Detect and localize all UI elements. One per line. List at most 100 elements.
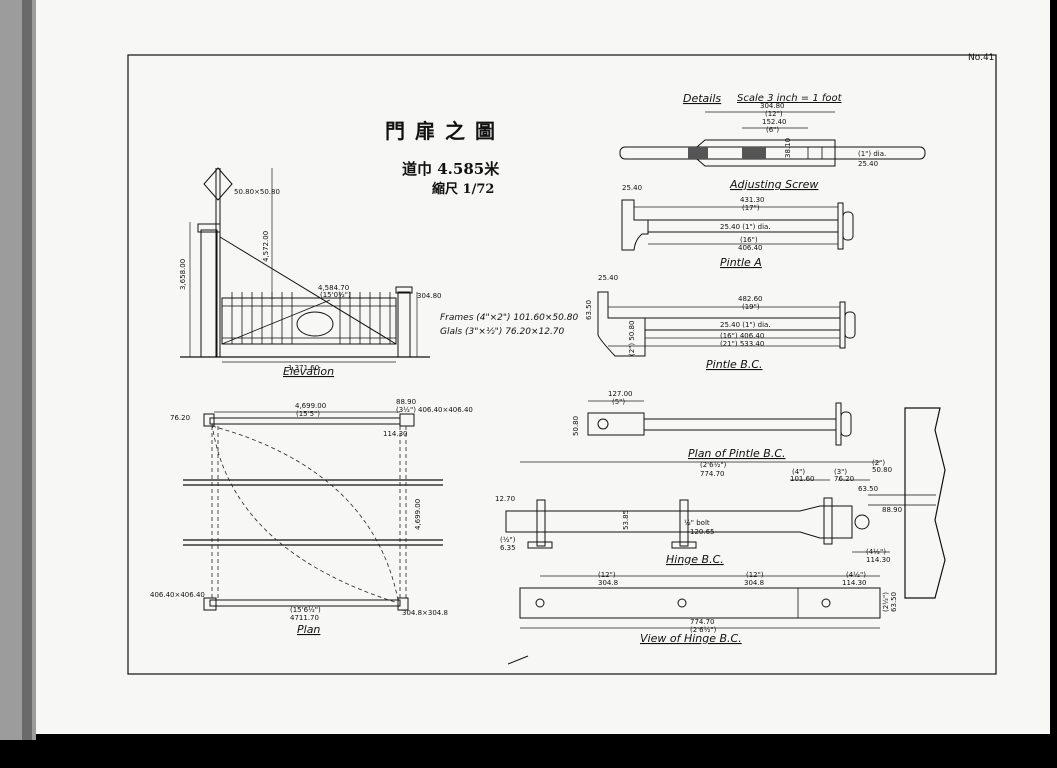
view-hinge-side-in: (2½"): [882, 592, 890, 612]
hinge-bolt: ½" bolt: [684, 519, 710, 527]
elevation-frames-note: Frames (4"×2") 101.60×50.80: [440, 313, 578, 323]
hinge-dhalf: (½"): [500, 536, 516, 544]
plan-of-pintle-bc: 127.00 (5") 50.80 Plan of Pintle B.C.: [572, 390, 852, 460]
hinge-d88: 88.90: [882, 506, 902, 514]
screw-dia: (1") dia.: [858, 150, 886, 158]
elevation-view: 50.80×50.80 4,572.00 3,658.00 4,584.70 (…: [179, 167, 578, 378]
pintle-bc: 25.40 482.60 (19") 63.50 25.40 (1") dia.…: [585, 274, 856, 371]
view-hinge-d1-in: (12"): [598, 571, 616, 579]
pintle-a-rod: 25.40 (1") dia.: [720, 223, 771, 231]
screw-small: 38.10: [784, 138, 792, 158]
elevation-h2: 3,658.00: [179, 259, 187, 290]
pintle-a: 25.40 431.30 (17") 25.40 (1") dia. (16")…: [621, 184, 854, 269]
plan-span: 4,699.00: [295, 402, 326, 410]
pintle-a-d2-in: (17"): [742, 204, 760, 212]
hinge-d2: (2"): [872, 459, 885, 467]
details-section: Details Scale 3 inch = 1 foot 304.80 (12…: [495, 92, 946, 645]
screw-mid: 152.40: [762, 118, 787, 126]
pen-mark: [507, 655, 529, 665]
plan-pintle-d1-in: (5"): [612, 398, 625, 406]
pintle-a-label: Pintle A: [720, 256, 762, 269]
view-hinge-d2-in: (12"): [746, 571, 764, 579]
scale-line: 縮尺 1/72: [432, 181, 494, 197]
hinge-d635: 6.35: [500, 544, 516, 552]
plan-post-bl: 406.40×406.40: [150, 591, 205, 599]
road-width-line: 道巾 4.585米: [402, 160, 500, 178]
plan-view: 4,699.00 (15'5") 76.20 88.90 (3½") 406.4…: [150, 398, 473, 636]
pintle-bc-d5: (2") 50.80: [628, 321, 636, 356]
pintle-bc-rod: 25.40 (1") dia.: [720, 321, 771, 329]
hinge-total: 774.70: [700, 470, 725, 478]
view-hinge-total: 774.70: [690, 618, 715, 626]
elevation-gals-note: Glals (3"×½") 76.20×12.70: [440, 327, 565, 337]
pintle-bc-d2-in: (19"): [742, 303, 760, 311]
plan-gap: 114.30: [383, 430, 408, 438]
view-hinge-label: View of Hinge B.C.: [640, 632, 742, 645]
pintle-a-d1: 25.40: [622, 184, 642, 192]
screw-total: 304.80: [760, 102, 785, 110]
plan-pintle-label: Plan of Pintle B.C.: [688, 447, 786, 460]
pintle-bc-d3: (16") 406.40: [720, 332, 764, 340]
pintle-bc-d2: 482.60: [738, 295, 763, 303]
view-hinge-d3: 114.30: [842, 579, 867, 587]
plan-post-br: 304.8×304.8: [402, 609, 448, 617]
elevation-bottom: 1,371.60: [288, 364, 319, 372]
hinge-d4: (4"): [792, 468, 805, 476]
elevation-post: 304.80: [417, 292, 442, 300]
plan-label: Plan: [297, 623, 320, 636]
elevation-label: Elevation: [283, 365, 334, 378]
elevation-h1: 4,572.00: [262, 231, 270, 262]
elevation-span-in: (15'0½"): [320, 291, 351, 299]
hinge-total-in: (2'6½"): [700, 461, 727, 469]
hinge-label: Hinge B.C.: [666, 553, 724, 566]
hinge-d2mm: 50.80: [872, 466, 892, 474]
plan-side: 4,699.00: [414, 499, 422, 530]
view-hinge-d3-in: (4½"): [846, 571, 866, 579]
view-hinge-d1: 304.8: [598, 579, 618, 587]
hinge-d5385: 53.85: [622, 510, 630, 530]
adjusting-screw-label: Adjusting Screw: [729, 178, 818, 191]
title-cjk: 門扉之圖: [385, 119, 505, 143]
plan-span-in: (15'5"): [296, 410, 320, 418]
view-hinge-side: 63.50: [890, 592, 898, 612]
plan-post-size: 406.40×406.40: [418, 406, 473, 414]
elevation-sign-dim: 50.80×50.80: [234, 188, 280, 196]
hinge-d3mm: 76.20: [834, 475, 854, 483]
view-of-hinge-bc: (12") 304.8 (12") 304.8 (4½") 114.30 774…: [519, 571, 898, 645]
hinge-d114: 114.30: [866, 556, 891, 564]
screw-total-in: (12"): [765, 110, 783, 118]
plan-post-tr-in: (3½"): [396, 406, 416, 414]
view-hinge-d2: 304.8: [744, 579, 764, 587]
hinge-d4mm: 101.60: [790, 475, 815, 483]
elevation-span: 4,584.70: [318, 284, 349, 292]
plan-post-tl: 76.20: [170, 414, 190, 422]
hinge-d63: 63.50: [858, 485, 878, 493]
details-heading: Details: [683, 92, 721, 105]
plan-pintle-d2: 50.80: [572, 416, 580, 436]
paper: [36, 0, 1050, 734]
pintle-a-d3-in: (16"): [740, 236, 758, 244]
screw-mid-in: (6"): [766, 126, 779, 134]
details-scale: Scale 3 inch = 1 foot: [737, 93, 843, 104]
hinge-bc: (2'6½") 774.70 (4") 101.60 (3") 76.20 (2…: [495, 407, 946, 599]
view-hinge-total-in: (2'6½"): [690, 626, 717, 634]
sheet-number: No.41: [968, 53, 994, 63]
pintle-bc-d1: 25.40: [598, 274, 618, 282]
drawing-border: [127, 54, 997, 675]
hinge-d3: (3"): [834, 468, 847, 476]
plan-post-tr: 88.90: [396, 398, 416, 406]
pintle-bc-label: Pintle B.C.: [706, 358, 763, 371]
pintle-a-d3: 406.40: [738, 244, 763, 252]
pintle-a-d2: 431.30: [740, 196, 765, 204]
hinge-bolt-mm: 120.65: [690, 528, 715, 536]
plan-bottom-span: 4711.70: [290, 614, 319, 622]
pintle-bc-d4: (21") 533.40: [720, 340, 764, 348]
plan-bottom-span-in: (15'6½"): [290, 606, 321, 614]
hinge-d1270: 12.70: [495, 495, 515, 503]
adjusting-screw: 304.80 (12") 152.40 (6") 38.10 (1") dia.…: [619, 102, 926, 191]
plan-pintle-d1: 127.00: [608, 390, 633, 398]
screw-dia-mm: 25.40: [858, 160, 878, 168]
pintle-bc-side: 63.50: [585, 300, 593, 320]
hinge-d45: (4½"): [866, 548, 886, 556]
